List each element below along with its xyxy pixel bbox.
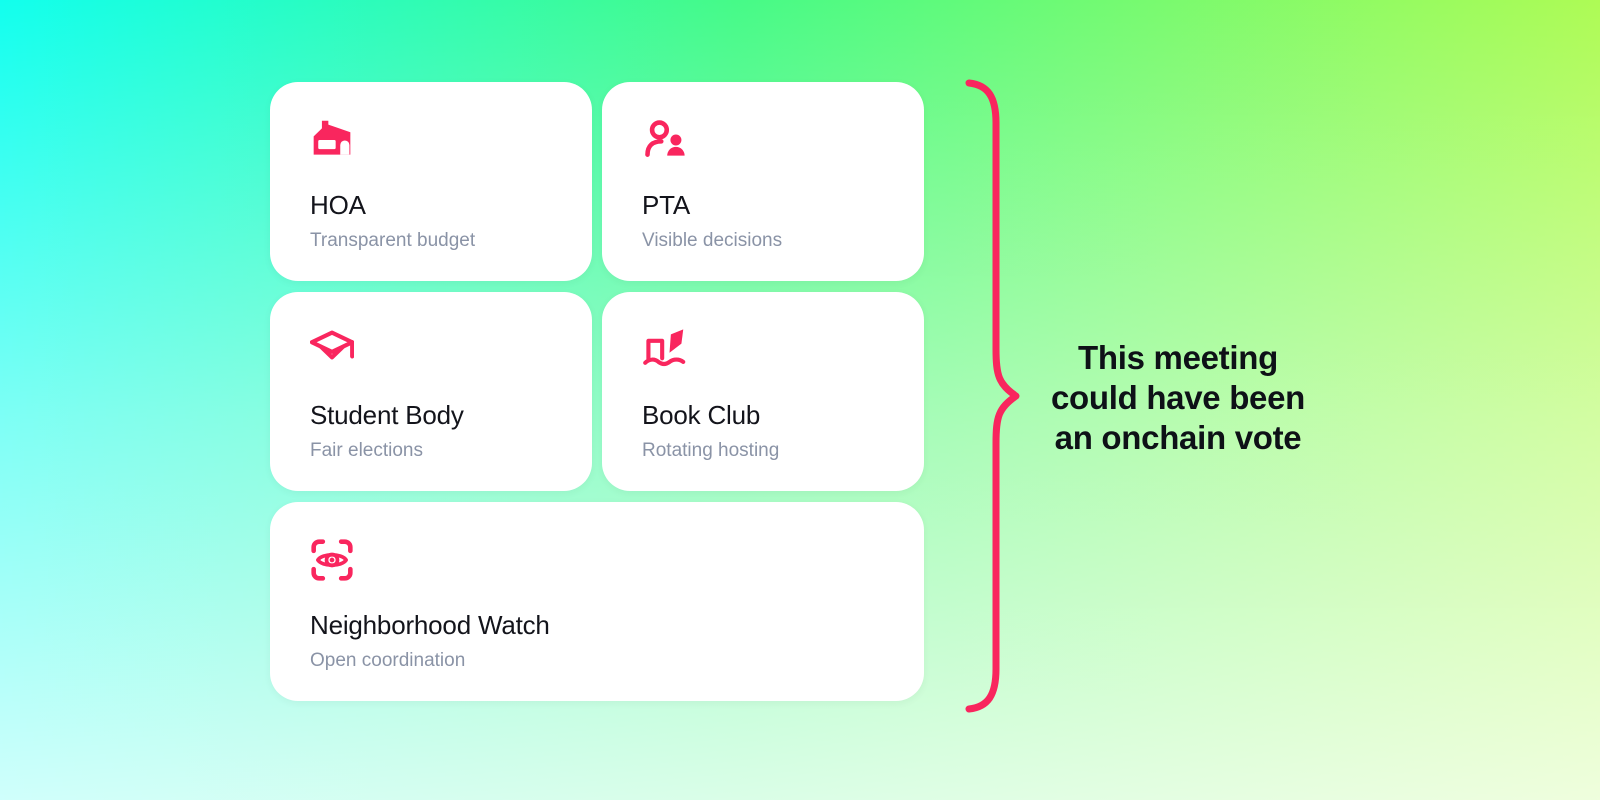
card-title: PTA xyxy=(642,190,691,220)
annotation-line: could have been xyxy=(1050,379,1306,416)
card-title: Neighborhood Watch xyxy=(310,610,550,640)
card-student-body: Student Body Fair elections xyxy=(270,292,592,491)
card-subtitle: Transparent budget xyxy=(310,230,476,252)
card-subtitle: Fair elections xyxy=(310,440,423,462)
card-pta: PTA Visible decisions xyxy=(602,82,924,281)
card-grid: HOA Transparent budget PTA Visible decis… xyxy=(270,82,924,701)
scan-eye-icon xyxy=(310,538,354,582)
card-title: Student Body xyxy=(310,400,464,430)
curly-brace xyxy=(965,79,1020,713)
annotation-text: This meeting could have been an onchain … xyxy=(1030,338,1326,458)
card-subtitle: Rotating hosting xyxy=(642,440,780,462)
annotation-line: This meeting xyxy=(1078,339,1278,376)
annotation-line: an onchain vote xyxy=(1054,419,1302,456)
house-icon xyxy=(310,118,354,162)
card-book-club: Book Club Rotating hosting xyxy=(602,292,924,491)
card-subtitle: Open coordination xyxy=(310,650,466,672)
book-open-icon xyxy=(642,328,686,372)
card-title: HOA xyxy=(310,190,366,220)
card-hoa: HOA Transparent budget xyxy=(270,82,592,281)
card-neighborhood-watch: Neighborhood Watch Open coordination xyxy=(270,502,924,701)
card-title: Book Club xyxy=(642,400,761,430)
graduation-cap-icon xyxy=(310,328,354,372)
users-icon xyxy=(642,118,686,162)
card-subtitle: Visible decisions xyxy=(642,230,783,252)
